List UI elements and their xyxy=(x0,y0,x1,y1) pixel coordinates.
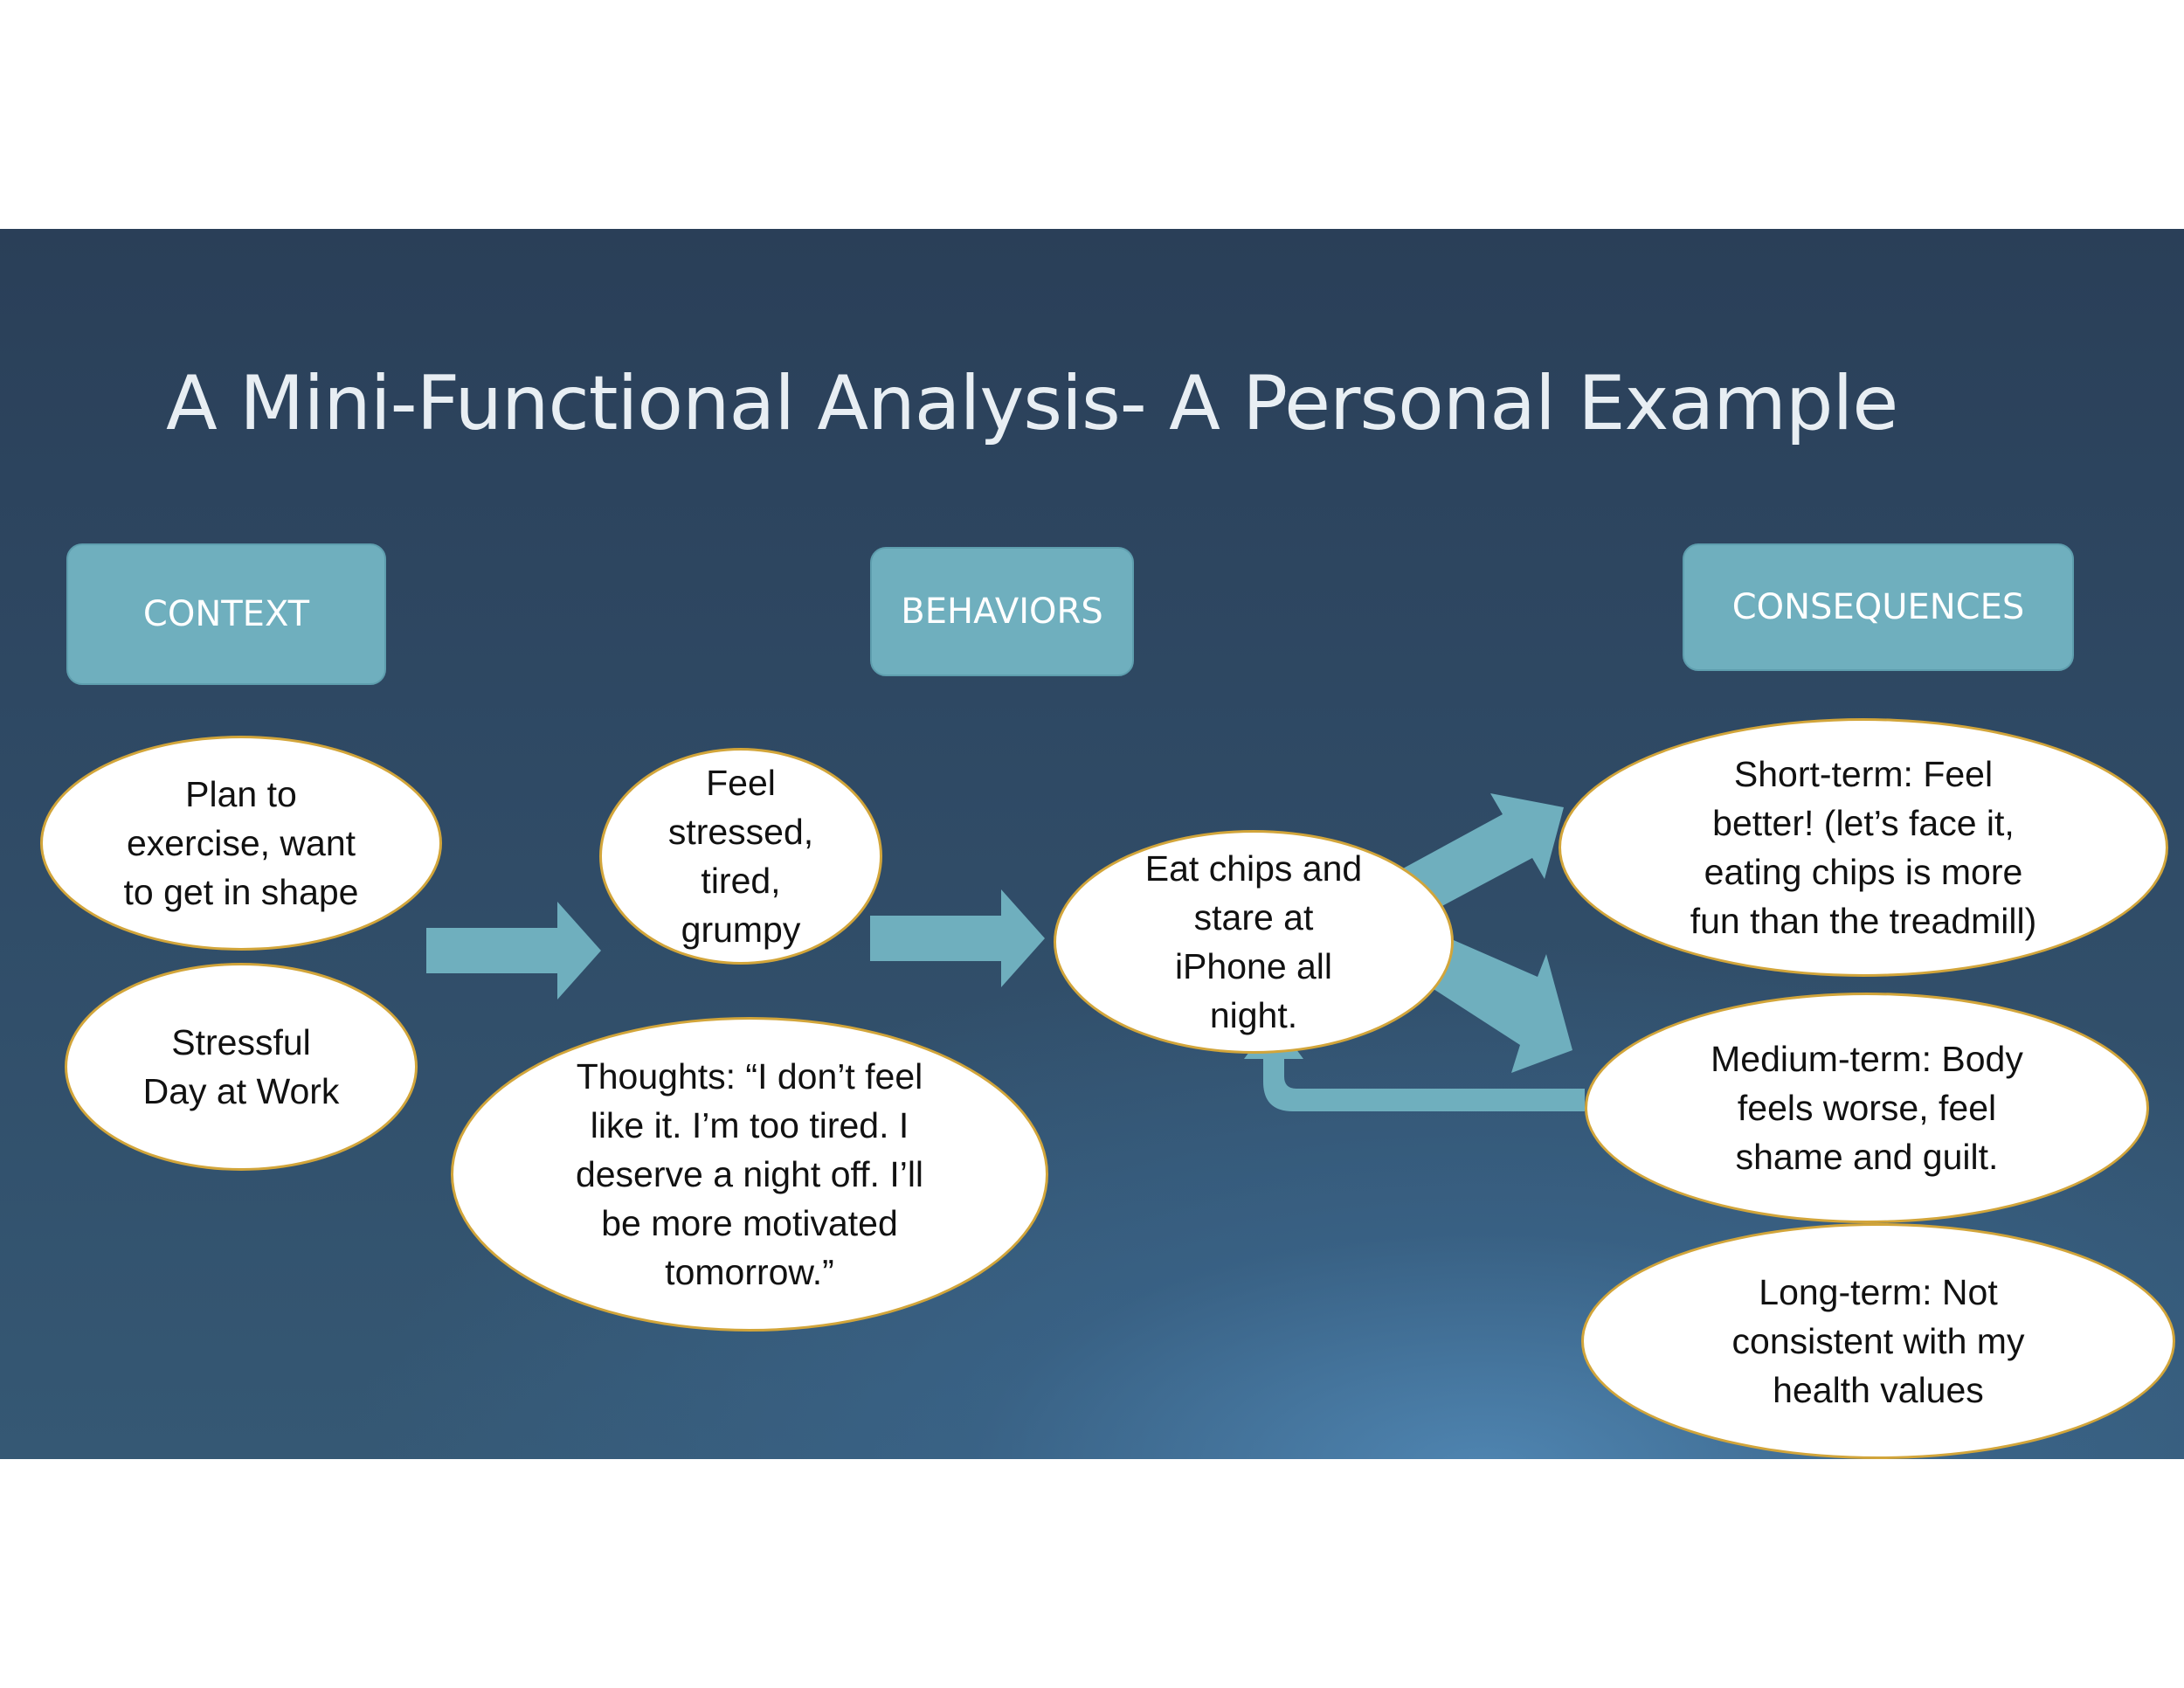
bubble-text-line: Feel xyxy=(706,763,776,803)
bubble-text-line: Short-term: Feel xyxy=(1733,754,1994,794)
bubble-medium-term-text: Medium-term: Body feels worse, feel sham… xyxy=(1711,1034,2023,1181)
bubble-thoughts: Thoughts: “I don’t feel like it. I’m too… xyxy=(451,1017,1048,1332)
bubble-text-line: tomorrow.” xyxy=(665,1252,834,1292)
bubble-text-line: eating chips is more xyxy=(1704,852,2023,892)
bubble-text-line: night. xyxy=(1209,995,1298,1035)
bubble-text-line: stare at xyxy=(1193,897,1314,937)
bubble-long-term-text: Long-term: Not consistent with my health… xyxy=(1732,1268,2025,1415)
slide: A Mini-Functional Analysis- A Personal E… xyxy=(0,229,2184,1459)
bubble-text-line: Stressful xyxy=(171,1022,311,1062)
bubble-text-line: Long-term: Not xyxy=(1759,1272,1998,1312)
slide-title: A Mini-Functional Analysis- A Personal E… xyxy=(166,360,1898,447)
bubble-text-line: be more motivated xyxy=(601,1203,898,1243)
bubble-thoughts-text: Thoughts: “I don’t feel like it. I’m too… xyxy=(576,1052,923,1297)
bubble-feel-stressed: Feel stressed, tired, grumpy xyxy=(599,748,882,965)
bubble-plan-to-exercise: Plan to exercise, want to get in shape xyxy=(40,736,442,951)
bubble-eat-chips: Eat chips and stare at iPhone all night. xyxy=(1054,830,1454,1054)
bubble-text-line: consistent with my xyxy=(1731,1321,2025,1361)
bubble-text-line: Plan to xyxy=(185,774,297,814)
bubble-text-line: Medium-term: Body xyxy=(1711,1039,2023,1079)
arrow-eat-chips-to-short-term xyxy=(1403,793,1564,916)
bubble-feel-stressed-text: Feel stressed, tired, grumpy xyxy=(668,758,813,954)
bubble-text-line: shame and guilt. xyxy=(1735,1137,1999,1177)
bubble-text-line: Day at Work xyxy=(142,1071,340,1111)
bubble-text-line: to get in shape xyxy=(123,872,359,912)
bubble-text-line: stressed, xyxy=(667,812,814,852)
bubble-text-line: exercise, want xyxy=(126,823,356,863)
bubble-text-line: like it. I’m too tired. I xyxy=(590,1105,909,1145)
bubble-eat-chips-text: Eat chips and stare at iPhone all night. xyxy=(1145,844,1362,1040)
bubble-text-line: iPhone all xyxy=(1174,946,1333,986)
bubble-medium-term: Medium-term: Body feels worse, feel sham… xyxy=(1585,993,2149,1223)
arrow-context-to-feel xyxy=(426,902,601,1000)
bubble-text-line: feels worse, feel xyxy=(1737,1088,1997,1128)
bubble-stressful-day-text: Stressful Day at Work xyxy=(143,1018,340,1116)
bubble-long-term: Long-term: Not consistent with my health… xyxy=(1581,1223,2175,1459)
bubble-text-line: deserve a night off. I’ll xyxy=(575,1154,924,1194)
bubble-plan-to-exercise-text: Plan to exercise, want to get in shape xyxy=(124,770,359,917)
context-header: CONTEXT xyxy=(66,543,386,685)
bubble-short-term: Short-term: Feel better! (let’s face it,… xyxy=(1559,718,2168,977)
bubble-text-line: health values xyxy=(1773,1370,1984,1410)
bubble-short-term-text: Short-term: Feel better! (let’s face it,… xyxy=(1690,750,2037,945)
consequences-header: CONSEQUENCES xyxy=(1683,543,2074,671)
bubble-text-line: Thoughts: “I don’t feel xyxy=(576,1056,923,1097)
arrow-feel-to-eat-chips xyxy=(870,889,1045,987)
behaviors-header: BEHAVIORS xyxy=(870,547,1134,676)
bubble-text-line: better! (let’s face it, xyxy=(1712,803,2015,843)
bubble-stressful-day: Stressful Day at Work xyxy=(65,963,418,1171)
bubble-text-line: grumpy xyxy=(681,910,801,950)
bubble-text-line: Eat chips and xyxy=(1144,848,1363,889)
bubble-text-line: tired, xyxy=(701,861,781,901)
bubble-text-line: fun than the treadmill) xyxy=(1690,901,2037,941)
